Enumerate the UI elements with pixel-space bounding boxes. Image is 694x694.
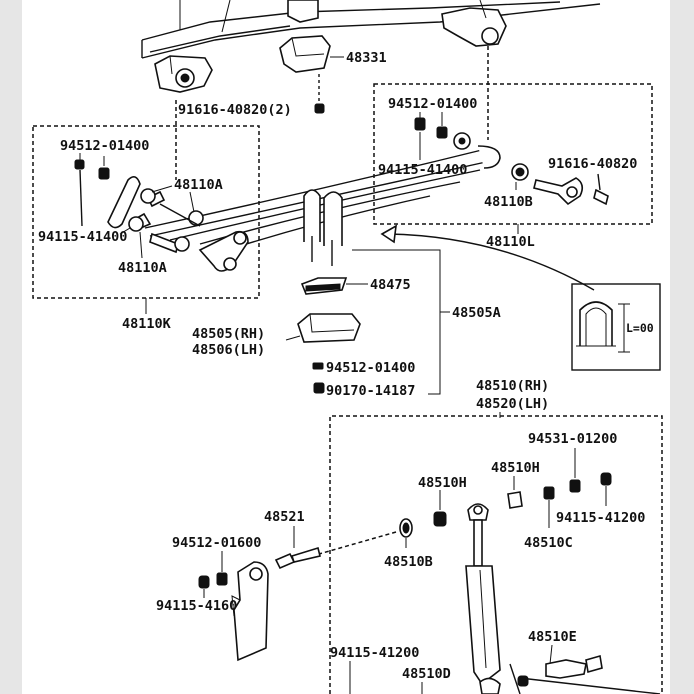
group-48510-box xyxy=(329,415,663,694)
label-48510D: 48510D xyxy=(402,666,451,682)
left-margin xyxy=(0,0,22,694)
front-hanger-bracket xyxy=(154,55,213,93)
label-48110B: 48110B xyxy=(484,194,533,210)
u-bolt xyxy=(303,189,343,266)
spring-shackle xyxy=(107,176,249,272)
inset-length-label: L=00 xyxy=(626,321,654,335)
spring-seat xyxy=(300,277,348,295)
label-94512-01600: 94512-01600 xyxy=(172,535,261,551)
label-94531-01200: 94531-01200 xyxy=(528,431,617,447)
seat-washer-icon xyxy=(312,362,324,370)
bushing-48510H-right-icon xyxy=(507,491,523,509)
label-48505-rh: 48505(RH) xyxy=(192,326,265,342)
washer-94115-41200-icon xyxy=(600,472,612,506)
label-48475: 48475 xyxy=(370,277,411,293)
u-bolt-inset: L=00 xyxy=(571,283,661,371)
u-bolt-seat xyxy=(297,313,361,343)
label-94115-41400-right: 94115-41400 xyxy=(378,162,467,178)
label-48510B-lower: 48510B xyxy=(384,554,433,570)
label-48520-lh: 48520(LH) xyxy=(476,396,549,412)
label-48510H-right: 48510H xyxy=(491,460,540,476)
label-91616-40820: 91616-40820 xyxy=(548,156,637,172)
bump-stopper xyxy=(279,35,331,73)
shackle-pin-bolt xyxy=(533,173,609,206)
lower-mount-48510E xyxy=(509,654,661,694)
label-48510-rh: 48510(RH) xyxy=(476,378,549,394)
label-94115-41600: 94115-41600 xyxy=(156,598,245,614)
bolt-48521 xyxy=(274,546,321,570)
label-94512-01400-center: 94512-01400 xyxy=(326,360,415,376)
label-94512-01400-left: 94512-01400 xyxy=(60,138,149,154)
label-48505A: 48505A xyxy=(452,305,501,321)
shock-lower-bracket xyxy=(231,561,269,662)
label-90170-14187: 90170-14187 xyxy=(326,383,415,399)
label-94115-41200-bottom: 94115-41200 xyxy=(330,645,419,661)
bushing-48110B-icon xyxy=(511,163,529,181)
label-94512-01400-top: 94512-01400 xyxy=(388,96,477,112)
label-48110L: 48110L xyxy=(486,234,535,250)
label-48510H-left: 48510H xyxy=(418,475,467,491)
right-margin xyxy=(670,0,694,694)
seat-nut-icon xyxy=(313,382,325,394)
label-48110A-bottom: 48110A xyxy=(118,260,167,276)
right-washer-icon xyxy=(414,117,471,150)
bushing-48510B-icon xyxy=(399,518,413,538)
rear-hanger-bracket xyxy=(441,0,507,47)
washer-94512-01600-icon xyxy=(198,572,228,589)
label-48110A-top: 48110A xyxy=(174,177,223,193)
label-48521: 48521 xyxy=(264,509,305,525)
shock-absorber xyxy=(465,503,501,694)
stopper-bolt-icon xyxy=(314,74,325,114)
center-bracket xyxy=(287,0,319,23)
leaf-spring xyxy=(144,145,501,247)
label-91616-40820-2: 91616-40820(2) xyxy=(178,102,292,118)
label-48510C: 48510C xyxy=(524,535,573,551)
bushing-48510H-left-icon xyxy=(433,511,447,527)
label-94115-41200-right: 94115-41200 xyxy=(556,510,645,526)
label-94115-41400-left: 94115-41400 xyxy=(38,229,127,245)
left-washer-icon xyxy=(74,159,110,227)
washer-48510C-icon xyxy=(543,486,555,528)
label-48510E: 48510E xyxy=(528,629,577,645)
nut-94531-icon xyxy=(569,479,581,493)
label-48331: 48331 xyxy=(346,50,387,66)
label-48110K: 48110K xyxy=(122,316,172,332)
group-48110L-box xyxy=(373,83,653,225)
label-48506-lh: 48506(LH) xyxy=(192,342,265,358)
